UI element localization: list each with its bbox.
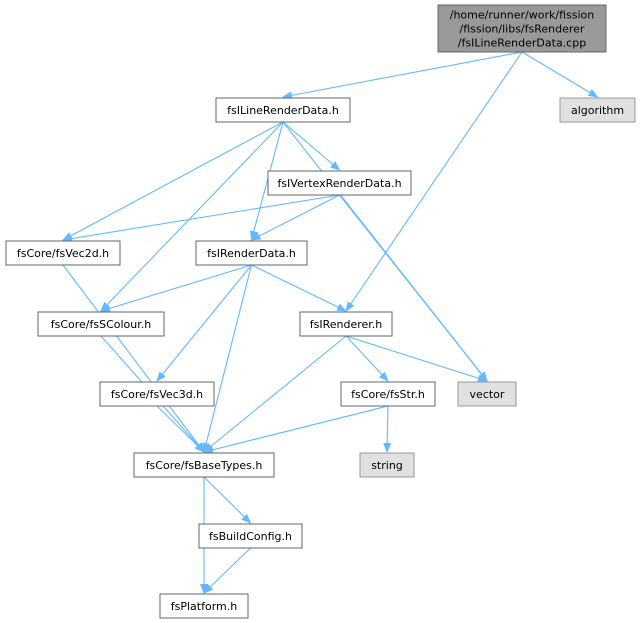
edge-fs-irender-data-to-fs-base-types: [202, 264, 253, 453]
edge-fs-base-types-to-fs-build-config: [203, 476, 252, 524]
node-label: fsCore/fsVec3d.h: [111, 388, 203, 401]
edge-fs-str-to-string: [383, 405, 392, 453]
node-label: fsBuildConfig.h: [209, 530, 292, 543]
edge-fs-vec2d-to-fs-base-types: [62, 264, 205, 453]
node-label: /fission/libs/fsRenderer: [460, 23, 585, 36]
node-box: [198, 523, 303, 549]
node-label: fsCore/fsBaseTypes.h: [146, 459, 263, 472]
edge-fs-str-to-fs-base-types: [203, 405, 389, 454]
node-box: [559, 97, 636, 123]
node-algorithm: algorithm: [559, 97, 636, 123]
node-fs-platform[interactable]: fsPlatform.h: [159, 593, 249, 619]
node-label: /fsILineRenderData.cpp: [458, 37, 586, 50]
node-label: algorithm: [571, 104, 624, 117]
node-vector: vector: [457, 381, 517, 407]
node-box: [359, 452, 415, 478]
node-fs-vec3d[interactable]: fsCore/fsVec3d.h: [99, 381, 215, 407]
node-fs-str[interactable]: fsCore/fsStr.h: [340, 381, 436, 407]
node-box: [437, 4, 607, 53]
edge-root-to-fs-irenderer: [345, 51, 523, 312]
node-box: [5, 240, 121, 266]
node-fs-base-types[interactable]: fsCore/fsBaseTypes.h: [133, 452, 275, 478]
node-label: string: [371, 459, 403, 472]
edge-root-to-fs-iline-render-data: [282, 51, 523, 100]
node-fs-scolour[interactable]: fsCore/fsSColour.h: [37, 311, 165, 337]
node-fs-build-config[interactable]: fsBuildConfig.h: [198, 523, 303, 549]
node-string: string: [359, 452, 415, 478]
edge-fs-irenderer-to-fs-base-types: [203, 335, 347, 453]
edge-fs-iline-render-data-to-fs-irender-data: [249, 121, 284, 241]
edge-fs-vec3d-to-fs-base-types: [156, 405, 205, 453]
edge-fs-ivertex-render-data-to-vector: [339, 194, 488, 382]
node-label: fsCore/fsStr.h: [351, 388, 425, 401]
edge-fs-ivertex-render-data-to-fs-irender-data: [250, 194, 340, 241]
node-box: [133, 452, 275, 478]
edge-fs-iline-render-data-to-fs-scolour: [100, 121, 284, 312]
node-label: /home/runner/work/fission: [450, 9, 595, 22]
node-box: [215, 97, 351, 123]
node-fs-irender-data[interactable]: fsIRenderData.h: [195, 240, 308, 266]
nodes-layer: /home/runner/work/fission/fission/libs/f…: [5, 4, 636, 619]
node-fs-ivertex-render-data[interactable]: fsIVertexRenderData.h: [267, 170, 412, 196]
node-label: fsCore/fsVec2d.h: [17, 247, 109, 260]
node-fs-irenderer[interactable]: fsIRenderer.h: [299, 311, 393, 337]
node-label: fsIRenderer.h: [310, 318, 383, 331]
node-label: fsPlatform.h: [171, 600, 237, 613]
edge-root-to-algorithm: [521, 51, 599, 98]
node-fs-iline-render-data[interactable]: fsILineRenderData.h: [215, 97, 351, 123]
node-root: /home/runner/work/fission/fission/libs/f…: [437, 4, 607, 53]
edge-fs-irender-data-to-fs-scolour: [100, 264, 252, 313]
edge-fs-irenderer-to-vector: [345, 335, 488, 383]
node-label: fsIRenderData.h: [207, 247, 296, 260]
edge-fs-irender-data-to-fs-irenderer: [251, 264, 347, 312]
node-fs-vec2d[interactable]: fsCore/fsVec2d.h: [5, 240, 121, 266]
node-box: [37, 311, 165, 337]
edge-fs-iline-render-data-to-fs-ivertex-render-data: [282, 121, 341, 171]
node-box: [99, 381, 215, 407]
node-label: fsILineRenderData.h: [227, 104, 339, 117]
edge-fs-ivertex-render-data-to-fs-vec2d: [62, 194, 340, 243]
node-label: fsIVertexRenderData.h: [277, 177, 401, 190]
node-label: vector: [470, 388, 505, 401]
node-box: [195, 240, 308, 266]
edge-fs-iline-render-data-to-fs-vec2d: [62, 121, 284, 241]
node-box: [267, 170, 412, 196]
node-label: fsCore/fsSColour.h: [51, 318, 152, 331]
node-box: [340, 381, 436, 407]
node-box: [159, 593, 249, 619]
node-box: [457, 381, 517, 407]
edge-fs-irender-data-to-fs-vec3d: [156, 264, 252, 382]
node-box: [299, 311, 393, 337]
edge-fs-build-config-to-fs-platform: [203, 547, 251, 594]
edge-fs-irenderer-to-fs-str: [345, 335, 389, 382]
